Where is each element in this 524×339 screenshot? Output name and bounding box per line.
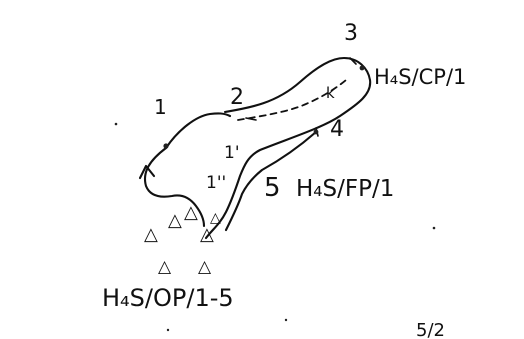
node-label-4: 4	[330, 117, 344, 142]
node-1-dot	[163, 143, 168, 148]
triangle-marker: △	[210, 210, 221, 226]
node-3-dot	[360, 66, 365, 71]
speck-3	[167, 329, 169, 331]
node-label-5: 5	[264, 173, 281, 203]
annotation-top-right: H₄S/CP/1	[374, 65, 466, 89]
speck-2	[433, 227, 436, 230]
route-1-to-2	[166, 113, 230, 148]
annotation-bottom-left: H₄S/OP/1-5	[102, 284, 234, 312]
triangle-marker: △	[200, 224, 214, 245]
node-label-2: 2	[230, 85, 244, 110]
node-label-1-prime: 1'	[224, 143, 240, 163]
annotation-corner-fragment: 5/2	[416, 320, 445, 339]
node-label-1: 1	[154, 95, 167, 119]
triangle-marker: △	[168, 210, 182, 231]
speck-4	[285, 319, 287, 321]
node-label-1-double-prime: 1''	[206, 173, 226, 193]
node-label-k: k	[326, 84, 335, 102]
node-2-tick	[246, 118, 256, 120]
triangle-marker: △	[144, 224, 158, 245]
triangle-marker: △	[158, 257, 172, 277]
annotation-middle-right: H₄S/FP/1	[296, 176, 394, 202]
node-4-dot	[314, 130, 319, 135]
triangle-marker: △	[184, 202, 198, 223]
speck-1	[115, 123, 118, 126]
triangle-marker: △	[198, 257, 212, 277]
node-label-3: 3	[344, 21, 358, 46]
